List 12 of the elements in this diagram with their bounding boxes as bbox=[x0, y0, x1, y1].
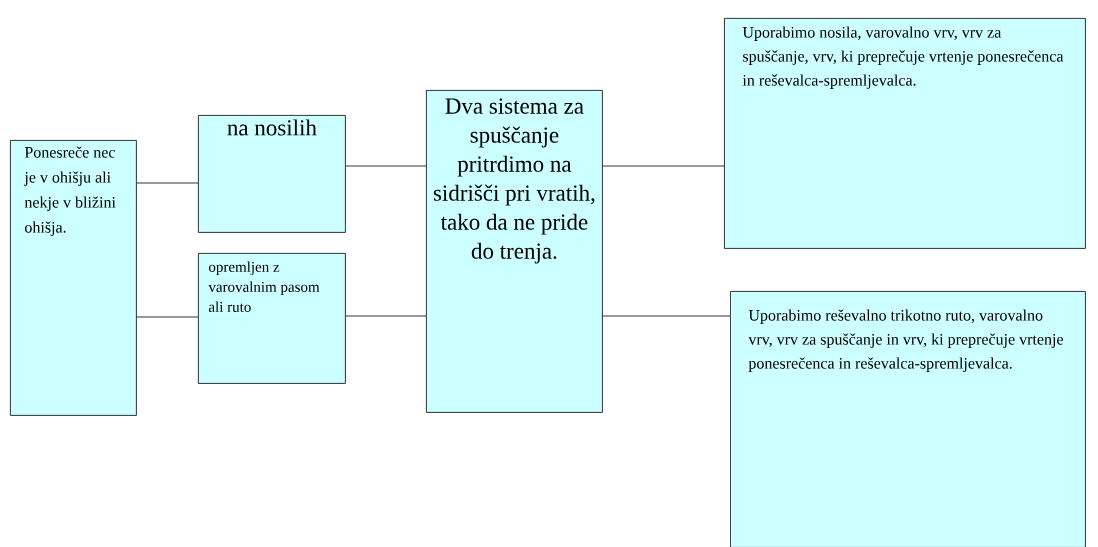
connector-line bbox=[136, 316, 199, 318]
text-box: Dva sistema za spuščanje pritrdimo na sidrišči pri vratih, tako da ne pride do trenja. bbox=[426, 90, 603, 413]
connector-line bbox=[136, 182, 199, 184]
connector-line bbox=[602, 315, 731, 317]
connector-line bbox=[345, 315, 427, 317]
connector-line bbox=[602, 165, 725, 167]
text-box: Uporabimo nosila, varovalno vrv, vrv za spuščanje, vrv, ki preprečuje vrtenje ponesrečenca in reševalca-spremljevalca. bbox=[724, 18, 1086, 249]
text-box: Uporabimo reševalno trikotno ruto, varovalno vrv, vrv za spuščanje in vrv, ki preprečuje vrtenje ponesrečenca in reševalca-spremljevalca. bbox=[730, 291, 1086, 547]
connector-line bbox=[345, 165, 427, 167]
text-box: opremljen z varovalnim pasom ali ruto bbox=[198, 253, 346, 384]
text-box: na nosilih bbox=[198, 115, 346, 233]
text-box: Ponesreče nec je v ohišju ali nekje v bližini ohišja. bbox=[10, 140, 137, 416]
